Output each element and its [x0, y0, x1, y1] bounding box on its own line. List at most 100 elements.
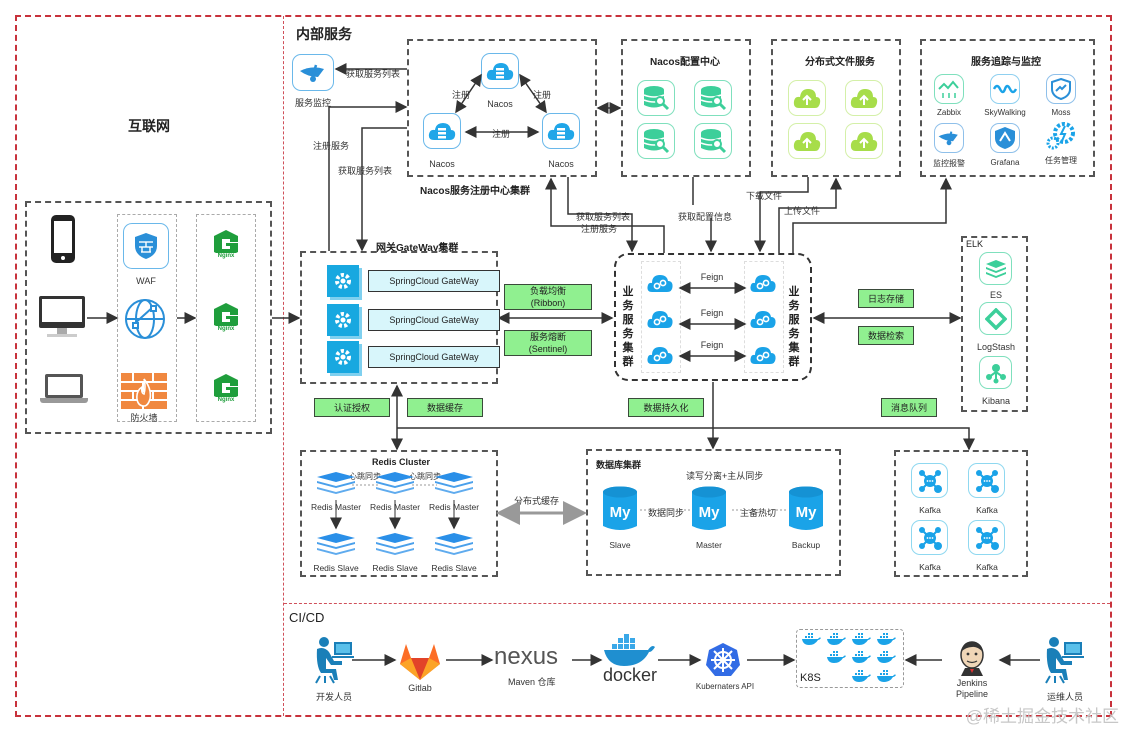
tracing-item-label: Moss	[1051, 108, 1071, 117]
kubernetes-icon	[705, 642, 741, 678]
kafka-label: Kafka	[919, 505, 941, 515]
internal-region-title: 内部服务	[296, 26, 352, 42]
grafana-icon	[990, 123, 1020, 153]
docker-container-icon	[876, 669, 896, 683]
service-monitor-icon	[292, 54, 334, 91]
developer-icon	[312, 636, 356, 684]
nginx-label: Nginx	[208, 253, 244, 259]
redis-master-icon	[376, 472, 414, 494]
auth-tag: 认证授权	[314, 398, 390, 417]
tracing-item-label: Grafana	[990, 158, 1020, 167]
nacos-node-label: Nacos	[548, 159, 574, 169]
file-storage-icon	[845, 123, 883, 159]
alert-monitor-icon	[934, 123, 964, 153]
business-service-icon	[750, 345, 778, 367]
docker-container-icon	[851, 669, 871, 683]
kafka-label: Kafka	[976, 505, 998, 515]
docker-container-icon	[851, 632, 871, 646]
file-service-group	[771, 39, 901, 177]
upload-file-label: 上传文件	[784, 204, 821, 217]
docker-container-icon	[876, 632, 896, 646]
business-cluster-group	[614, 253, 812, 381]
business-right-column	[744, 261, 784, 373]
nacos-config-title: Nacos配置中心	[650, 57, 721, 68]
nexus-logo: nexus	[494, 643, 559, 670]
kafka-group	[894, 450, 1028, 577]
moss-icon	[1046, 74, 1076, 104]
tracing-item-label: 监控报警	[933, 159, 965, 168]
redis-cluster-group	[300, 450, 498, 577]
redis-slave-icon	[317, 533, 355, 555]
service-monitor-label: 服务监控	[294, 98, 331, 108]
svg-text:My: My	[610, 504, 631, 521]
db-node-label: Master	[696, 540, 722, 550]
business-service-icon	[647, 309, 675, 331]
get-service-list-label: 获取服务列表	[346, 67, 401, 80]
docker-container-icon	[801, 632, 821, 646]
skywalking-icon	[990, 74, 1020, 104]
nginx-label: Nginx	[208, 326, 244, 332]
desktop-icon	[39, 296, 85, 340]
nginx-icon: Nginx	[208, 302, 244, 334]
feign-label: Feign	[700, 308, 724, 318]
gateway-gear-icon	[327, 265, 359, 297]
feign-label: Feign	[700, 340, 724, 350]
docker-container-icon	[851, 650, 871, 664]
nacos-node-icon	[542, 113, 580, 149]
redis-master-label: Redis Master	[428, 502, 480, 512]
tag-text: (Sentinel)	[528, 344, 568, 354]
mq-tag: 消息队列	[881, 398, 937, 417]
watermark: @稀土掘金技术社区	[965, 707, 1119, 726]
firewall-icon	[121, 373, 167, 409]
redis-master-label: Redis Master	[369, 502, 421, 512]
nacos-node-label: Nacos	[429, 159, 455, 169]
kafka-icon	[968, 463, 1005, 498]
config-db-icon	[694, 123, 732, 159]
nacos-cluster-group	[407, 39, 597, 177]
k8s-label: K8S	[800, 672, 821, 684]
database-cluster-title: 数据库集群	[596, 460, 642, 470]
file-storage-icon	[845, 80, 883, 116]
zabbix-icon	[934, 74, 964, 104]
gateway-instance: SpringCloud GateWay	[368, 270, 500, 292]
gitlab-label: Gitlab	[408, 683, 432, 693]
svg-text:My: My	[699, 504, 720, 521]
db-hot-standby-label: 主备热切	[740, 506, 777, 519]
jenkins-icon	[957, 640, 987, 676]
gateway-gear-icon	[327, 304, 359, 336]
nacos-node-icon	[481, 53, 519, 89]
nacos-node-icon	[423, 113, 461, 149]
laptop-icon	[40, 374, 88, 406]
cicd-region-title: CI/CD	[289, 610, 325, 625]
download-file-label: 下载文件	[746, 189, 783, 202]
tracing-item-label: Zabbix	[936, 108, 961, 117]
redis-cluster-title: Redis Cluster	[372, 457, 431, 467]
nacos-edge-label: 注册	[492, 127, 511, 140]
get-service-list-label: 获取服务列表	[338, 164, 393, 177]
business-cluster-label-left: 业务服务集群	[622, 286, 634, 368]
nacos-node-label: Nacos	[487, 99, 513, 109]
internet-access-group	[25, 201, 272, 434]
config-db-icon	[637, 123, 675, 159]
nginx-icon: Nginx	[208, 373, 244, 405]
register-service-label: 注册服务	[313, 139, 350, 152]
elk-item-label: LogStash	[976, 342, 1016, 352]
docker-icon	[602, 634, 656, 668]
ops-label: 运维人员	[1046, 692, 1083, 702]
tracing-group	[920, 39, 1095, 177]
kubernetes-api-label: Kubernaters API	[695, 682, 755, 691]
elk-item-label: ES	[989, 290, 1002, 300]
developer-label: 开发人员	[315, 692, 352, 702]
business-service-icon	[647, 345, 675, 367]
persist-tag: 数据持久化	[628, 398, 704, 417]
docker-container-icon	[876, 650, 896, 664]
feign-label: Feign	[700, 272, 724, 282]
waf-shield-icon	[123, 223, 169, 269]
cache-tag: 数据缓存	[407, 398, 483, 417]
file-service-title: 分布式文件服务	[805, 57, 875, 68]
database-subtitle: 读写分离+主从同步	[686, 471, 764, 481]
gateway-title: 网关GateWay集群	[376, 243, 459, 254]
elk-title: ELK	[966, 239, 984, 249]
data-search-tag: 数据检索	[858, 326, 914, 345]
kibana-icon	[979, 356, 1012, 389]
